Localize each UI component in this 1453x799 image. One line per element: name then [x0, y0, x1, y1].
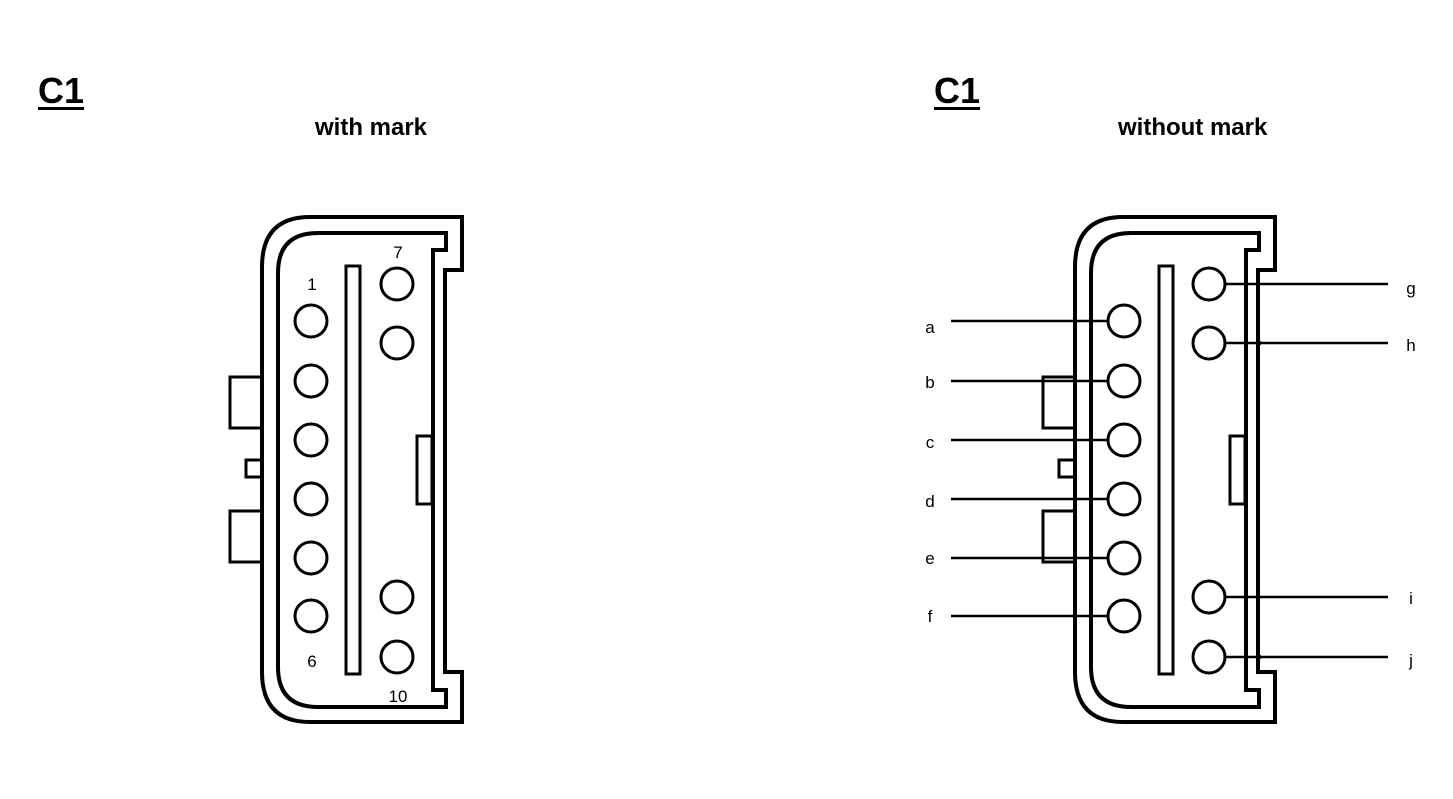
lead-label-f: f [928, 607, 933, 626]
lead-label-c: c [926, 433, 935, 452]
lead-label-b: b [925, 373, 934, 392]
lead-dot-c [1088, 437, 1094, 443]
left-pin-7 [379, 266, 415, 302]
left-connector: 1 6 7 10 [228, 215, 464, 724]
lead-label-h: h [1406, 336, 1415, 355]
lead-dot-a [1088, 318, 1094, 324]
lead-dot-h [1256, 340, 1262, 346]
left-pin-8 [379, 325, 415, 361]
left-connector-key [244, 458, 264, 479]
right-pin-a [1106, 303, 1142, 339]
left-connector-center-rib [344, 264, 362, 676]
right-pin-h [1191, 325, 1227, 361]
right-connector-outer-housing [1073, 215, 1277, 724]
right-connector-subtitle: without mark [1118, 114, 1268, 141]
lead-label-d: d [925, 492, 934, 511]
lead-dot-e [1088, 555, 1094, 561]
left-connector-outer-housing [260, 215, 464, 724]
right-pin-e [1106, 540, 1142, 576]
left-pin-number-1: 1 [307, 275, 316, 294]
right-connector-title: C1 [934, 70, 981, 111]
right-connector-center-rib [1157, 264, 1175, 676]
lead-label-e: e [925, 549, 934, 568]
left-pin-number-7: 7 [393, 243, 402, 262]
right-pin-b [1106, 363, 1142, 399]
right-pin-f [1106, 598, 1142, 634]
left-pin-3 [293, 422, 329, 458]
left-pin-1 [293, 303, 329, 339]
left-connector-subtitle: with mark [315, 114, 428, 141]
right-connector-inner-housing [1089, 231, 1261, 709]
left-pin-number-6: 6 [307, 652, 316, 671]
left-connector-inner-housing [276, 231, 448, 709]
right-pin-i [1191, 579, 1227, 615]
right-pin-j [1191, 639, 1227, 675]
lead-label-g: g [1406, 279, 1415, 298]
right-connector-tab-upper [1041, 375, 1077, 430]
left-connector-right-latch [415, 434, 434, 506]
left-connector-tab-upper [228, 375, 264, 430]
right-pin-g [1191, 266, 1227, 302]
right-connector-key [1057, 458, 1077, 479]
lead-label-a: a [925, 318, 935, 337]
left-pin-number-10: 10 [389, 687, 408, 706]
right-connector-right-latch [1228, 434, 1247, 506]
left-pin-2 [293, 363, 329, 399]
right-connector: a b c d e f g h i j [925, 215, 1416, 724]
left-pin-9 [379, 579, 415, 615]
left-connector-tab-lower [228, 509, 264, 564]
left-connector-title: C1 [38, 70, 85, 111]
left-pin-4 [293, 481, 329, 517]
right-connector-tab-lower [1041, 509, 1077, 564]
lead-dot-j [1256, 654, 1262, 660]
left-pin-5 [293, 540, 329, 576]
right-pin-c [1106, 422, 1142, 458]
lead-label-j: j [1408, 651, 1413, 670]
right-pin-d [1106, 481, 1142, 517]
lead-label-i: i [1409, 589, 1413, 608]
left-pin-6 [293, 598, 329, 634]
left-pin-10 [379, 639, 415, 675]
